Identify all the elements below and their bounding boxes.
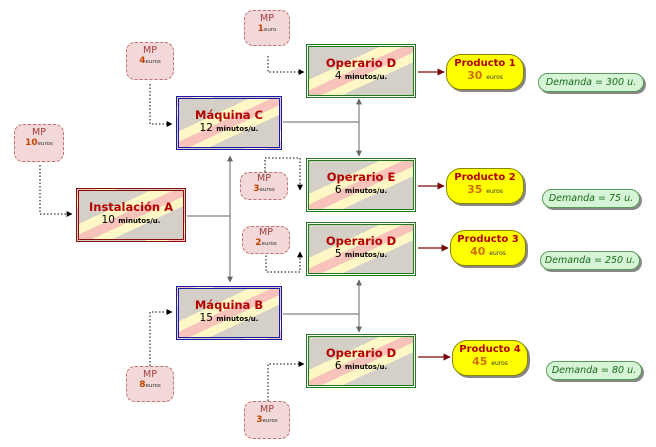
mp-label: MP bbox=[260, 13, 274, 24]
product-name: Producto 4 bbox=[459, 344, 521, 355]
mp-cost-unit: euro bbox=[263, 27, 277, 33]
demand-label: Demanda = 75 u. bbox=[542, 189, 640, 208]
machine-b-node: Máquina B 15 minutos/u. bbox=[176, 286, 282, 340]
mp-cost-value: 8 bbox=[139, 380, 146, 390]
product-name: Producto 3 bbox=[457, 234, 519, 245]
node-unit: minutos/u. bbox=[344, 187, 388, 195]
node-title: Máquina B bbox=[194, 298, 264, 312]
mp-cost-value: 2 bbox=[255, 238, 262, 248]
product-name: Producto 2 bbox=[454, 172, 516, 183]
operator-d-node: Operario D 6 minutos/u. bbox=[306, 334, 416, 388]
product-price: 45 bbox=[472, 355, 488, 368]
mp-node: MP 10euros bbox=[14, 124, 64, 162]
node-title: Instalación A bbox=[88, 200, 174, 214]
node-unit: minutos/u. bbox=[216, 125, 259, 133]
operator-d-node: Operario D 4 minutos/u. bbox=[306, 44, 416, 98]
mp-node: MP 4euros bbox=[126, 42, 174, 80]
node-unit: minutos/u. bbox=[344, 73, 388, 81]
product-price: 40 bbox=[470, 245, 486, 258]
mp-node: MP 1euro bbox=[244, 10, 290, 46]
mp-label: MP bbox=[143, 369, 157, 380]
mp-cost-value: 10 bbox=[25, 138, 38, 148]
mp-connector bbox=[267, 361, 305, 401]
mp-cost-value: 1 bbox=[257, 24, 264, 34]
mp-cost-unit: euros bbox=[37, 141, 53, 147]
mp-connector bbox=[149, 309, 173, 366]
product-currency: euros bbox=[486, 74, 503, 81]
mp-connector bbox=[267, 56, 305, 75]
node-title: Operario E bbox=[326, 170, 396, 184]
product-currency: euros bbox=[491, 360, 508, 367]
node-title: Operario D bbox=[325, 346, 397, 360]
product-currency: euros bbox=[489, 250, 506, 257]
product-price: 30 bbox=[467, 69, 483, 82]
mp-label: MP bbox=[143, 45, 157, 56]
mp-node: MP 2euros bbox=[242, 226, 290, 254]
product-node: Producto 2 35 euros bbox=[446, 168, 524, 204]
node-title: Máquina C bbox=[195, 108, 263, 122]
node-unit: minutos/u. bbox=[344, 363, 388, 371]
mp-node: MP 8euros bbox=[126, 366, 174, 402]
mp-cost-unit: euros bbox=[145, 383, 161, 389]
mp-connector bbox=[264, 157, 303, 191]
mp-node: MP 3euros bbox=[244, 401, 290, 439]
mp-connector bbox=[265, 251, 303, 273]
node-unit: minutos/u. bbox=[344, 251, 388, 259]
mp-label: MP bbox=[260, 404, 274, 415]
operator-e-node: Operario E 6 minutos/u. bbox=[306, 158, 416, 212]
demand-label: Demanda = 250 u. bbox=[540, 251, 640, 270]
product-node: Producto 3 40 euros bbox=[450, 230, 526, 266]
node-time: 6 bbox=[334, 184, 342, 196]
product-currency: euros bbox=[486, 188, 503, 195]
operator-d-node: Operario D 5 minutos/u. bbox=[306, 222, 416, 276]
mp-cost-unit: euros bbox=[259, 187, 275, 193]
mp-cost-unit: euros bbox=[262, 418, 278, 424]
demand-label: Demanda = 80 u. bbox=[546, 361, 642, 380]
node-title: Operario D bbox=[325, 56, 397, 70]
node-time: 5 bbox=[334, 248, 342, 260]
product-price: 35 bbox=[467, 183, 483, 196]
node-time: 12 bbox=[199, 122, 213, 134]
mp-cost-value: 4 bbox=[139, 56, 146, 66]
demand-label: Demanda = 300 u. bbox=[538, 73, 644, 92]
product-node: Producto 4 45 euros bbox=[452, 340, 528, 376]
mp-label: MP bbox=[32, 127, 46, 138]
mp-cost-unit: euros bbox=[261, 241, 277, 247]
machine-c-node: Máquina C 12 minutos/u. bbox=[176, 96, 282, 150]
node-unit: minutos/u. bbox=[118, 217, 161, 225]
node-time: 10 bbox=[101, 214, 115, 226]
mp-connector bbox=[39, 165, 73, 217]
node-title: Operario D bbox=[325, 234, 397, 248]
mp-cost-value: 3 bbox=[253, 184, 260, 194]
node-time: 6 bbox=[334, 360, 342, 372]
node-unit: minutos/u. bbox=[216, 315, 259, 323]
mp-cost-unit: euros bbox=[145, 59, 161, 65]
mp-label: MP bbox=[257, 173, 271, 184]
product-node: Producto 1 30 euros bbox=[446, 54, 524, 90]
product-name: Producto 1 bbox=[454, 58, 516, 69]
mp-cost-value: 3 bbox=[256, 415, 263, 425]
node-time: 4 bbox=[334, 70, 342, 82]
mp-node: MP 3euros bbox=[240, 172, 288, 200]
node-time: 15 bbox=[199, 312, 213, 324]
mp-connector bbox=[149, 84, 173, 127]
installation-a-node: Instalación A 10 minutos/u. bbox=[76, 188, 186, 242]
mp-label: MP bbox=[259, 227, 273, 238]
